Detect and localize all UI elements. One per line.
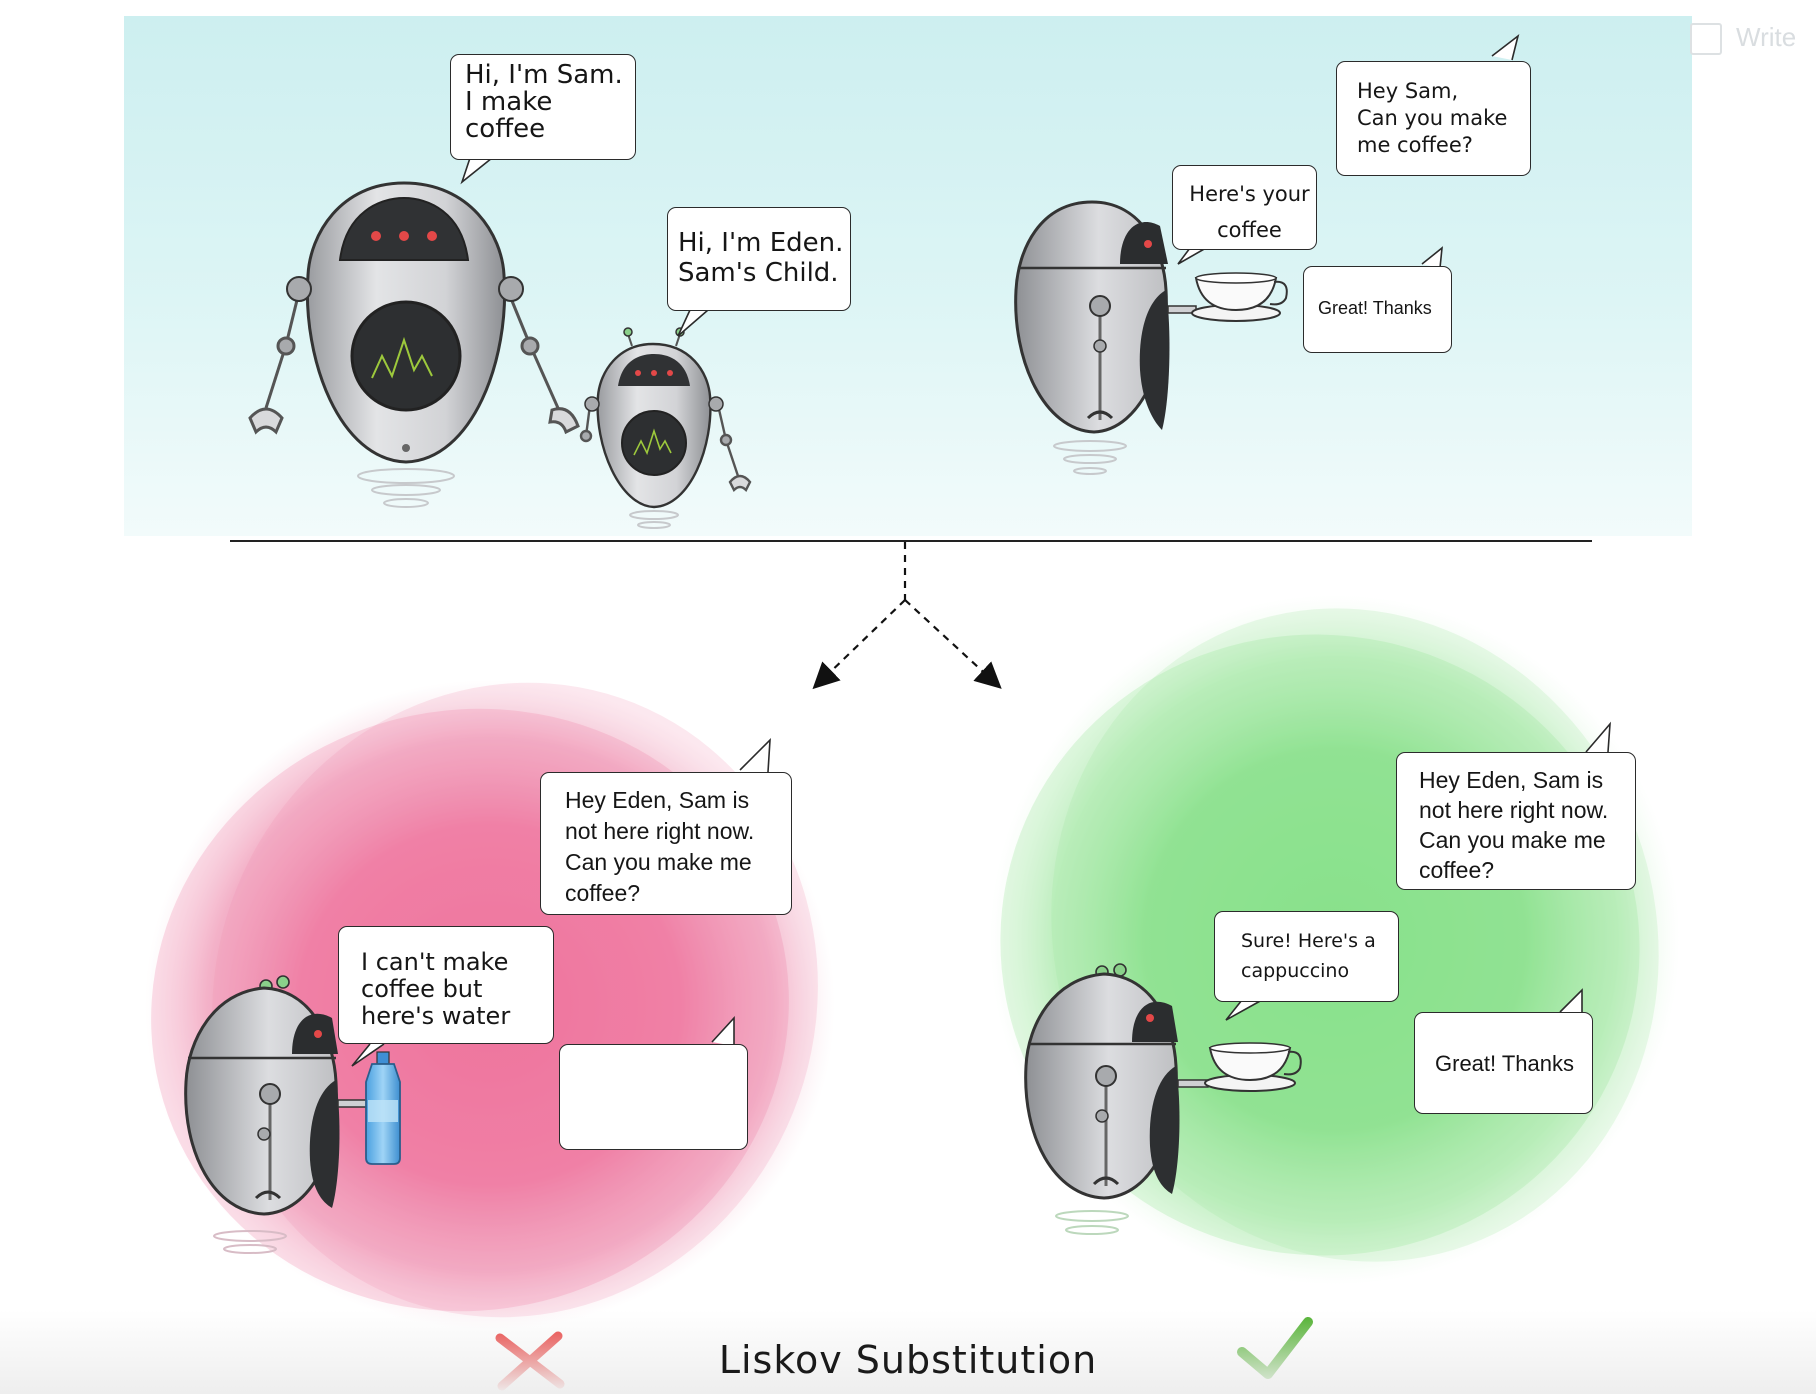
eden-robot — [579, 327, 752, 529]
sam-intro-bubble: Hi, I'm Sam. I make coffee — [450, 54, 636, 160]
section-divider — [230, 540, 1592, 542]
sam-robot — [248, 181, 580, 508]
eden-robot-water — [184, 975, 401, 1254]
sam-side-robot — [1014, 200, 1288, 475]
coffee-cup-top — [1191, 272, 1288, 322]
diagram-caption: Liskov Substitution — [718, 1338, 1098, 1382]
thanks-bottom-bubble: Great! Thanks — [1414, 1012, 1593, 1114]
bubble-tails — [351, 33, 1611, 1067]
eden-robot-coffee — [1024, 963, 1302, 1235]
cappuccino-reply-bubble: Sure! Here's a cappuccino — [1214, 911, 1399, 1002]
bottom-fade — [0, 1310, 1816, 1394]
water-reply-bubble: I can't make coffee but here's water — [338, 926, 554, 1044]
request-eden-good-bubble: Hey Eden, Sam is not here right now. Can… — [1396, 752, 1636, 890]
request-sam-bubble: Hey Sam, Can you make me coffee? — [1336, 61, 1531, 176]
eden-intro-bubble: Hi, I'm Eden. Sam's Child. — [667, 207, 851, 311]
water-bottle — [365, 1051, 401, 1165]
reaction-bubble — [559, 1044, 748, 1150]
pen-icon — [1690, 23, 1722, 56]
request-eden-bad-bubble: Hey Eden, Sam is not here right now. Can… — [540, 772, 792, 915]
coffee-cup-bottom — [1204, 1042, 1302, 1092]
write-hint[interactable]: Write — [1690, 22, 1797, 56]
branch-arrows — [812, 542, 1002, 690]
write-label: Write — [1736, 22, 1797, 52]
reply-sam-bubble: Here's your coffee — [1172, 165, 1317, 250]
thanks-top-bubble: Great! Thanks — [1303, 266, 1452, 353]
